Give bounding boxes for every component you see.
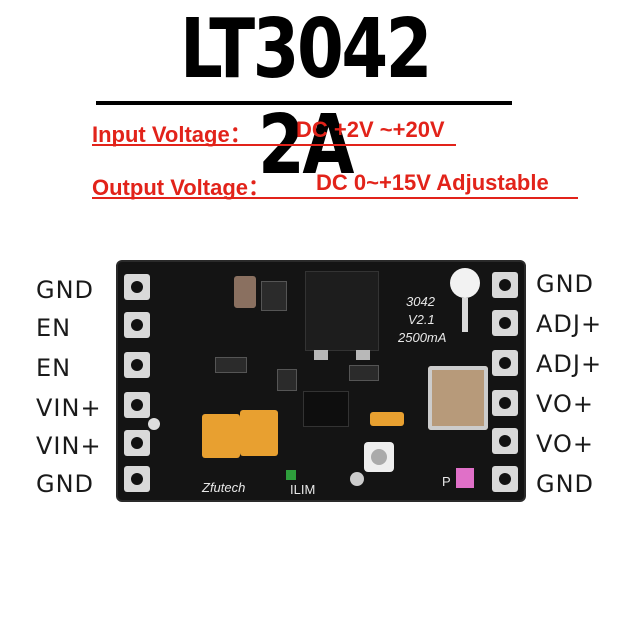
potentiometer-knob bbox=[371, 449, 387, 465]
product-title: LT3042 2A bbox=[180, 2, 432, 193]
pink-marker bbox=[456, 468, 474, 488]
input-voltage-underline bbox=[92, 144, 456, 146]
title-underline bbox=[96, 101, 512, 105]
pin-right-vo-1: VO+ bbox=[536, 390, 594, 418]
pin-right-adj-1: ADJ+ bbox=[536, 310, 603, 338]
output-voltage-underline bbox=[92, 197, 578, 199]
pin-left-gnd-1: GND bbox=[36, 276, 95, 304]
pin-left-vin-1: VIN+ bbox=[36, 394, 102, 422]
pad-left-4 bbox=[124, 392, 150, 418]
board-model-text: 3042 bbox=[406, 294, 435, 309]
pin-left-en-2: EN bbox=[36, 354, 72, 382]
pad-left-2 bbox=[124, 312, 150, 338]
output-voltage-value: DC 0~+15V Adjustable bbox=[316, 170, 549, 195]
pad-left-1 bbox=[124, 274, 150, 300]
control-ic bbox=[304, 392, 348, 426]
mounting-hole bbox=[450, 268, 480, 298]
smd-resistor bbox=[278, 370, 296, 390]
regulator-lead bbox=[314, 350, 328, 360]
pin-left-en-1: EN bbox=[36, 314, 72, 342]
output-voltage-label: Output Voltage： bbox=[92, 175, 271, 200]
pad-right-1 bbox=[492, 272, 518, 298]
regulator-ic bbox=[306, 272, 378, 350]
pin-right-gnd-2: GND bbox=[536, 470, 595, 498]
smd-capacitor bbox=[234, 276, 256, 308]
pad-right-4 bbox=[492, 390, 518, 416]
pin-left-gnd-2: GND bbox=[36, 470, 95, 498]
board-ilim-text: ILIM bbox=[290, 482, 316, 497]
input-voltage-label: Input Voltage： bbox=[92, 122, 252, 147]
input-voltage-value: DC +2V ~+20V bbox=[296, 117, 445, 142]
indicator-led bbox=[286, 470, 296, 480]
pad-right-2 bbox=[492, 310, 518, 336]
ceramic-capacitor bbox=[428, 366, 488, 430]
via-hole bbox=[148, 418, 160, 430]
pin-right-gnd-1: GND bbox=[536, 270, 595, 298]
small-capacitor bbox=[370, 412, 404, 426]
pad-right-6 bbox=[492, 466, 518, 492]
smd-resistor bbox=[350, 366, 378, 380]
smd-resistor bbox=[216, 358, 246, 372]
tantalum-capacitor bbox=[240, 410, 278, 456]
smd-component bbox=[262, 282, 286, 310]
hole-trace bbox=[462, 298, 468, 332]
tantalum-capacitor bbox=[202, 414, 240, 458]
board-brand-text: Zfutech bbox=[202, 480, 246, 495]
regulator-lead bbox=[356, 350, 370, 360]
potentiometer bbox=[364, 442, 394, 472]
pad-right-5 bbox=[492, 428, 518, 454]
board-p-mark: P bbox=[442, 474, 451, 489]
board-current-text: 2500mA bbox=[398, 330, 447, 345]
pad-right-3 bbox=[492, 350, 518, 376]
pin-left-vin-2: VIN+ bbox=[36, 432, 102, 460]
pad-left-6 bbox=[124, 466, 150, 492]
via-hole bbox=[350, 472, 364, 486]
board-version-text: V2.1 bbox=[408, 312, 435, 327]
pcb-board: 3042 V2.1 2500mA Zfutech ILIM P bbox=[118, 262, 524, 500]
pin-right-adj-2: ADJ+ bbox=[536, 350, 603, 378]
pad-left-5 bbox=[124, 430, 150, 456]
pad-left-3 bbox=[124, 352, 150, 378]
pin-right-vo-2: VO+ bbox=[536, 430, 594, 458]
